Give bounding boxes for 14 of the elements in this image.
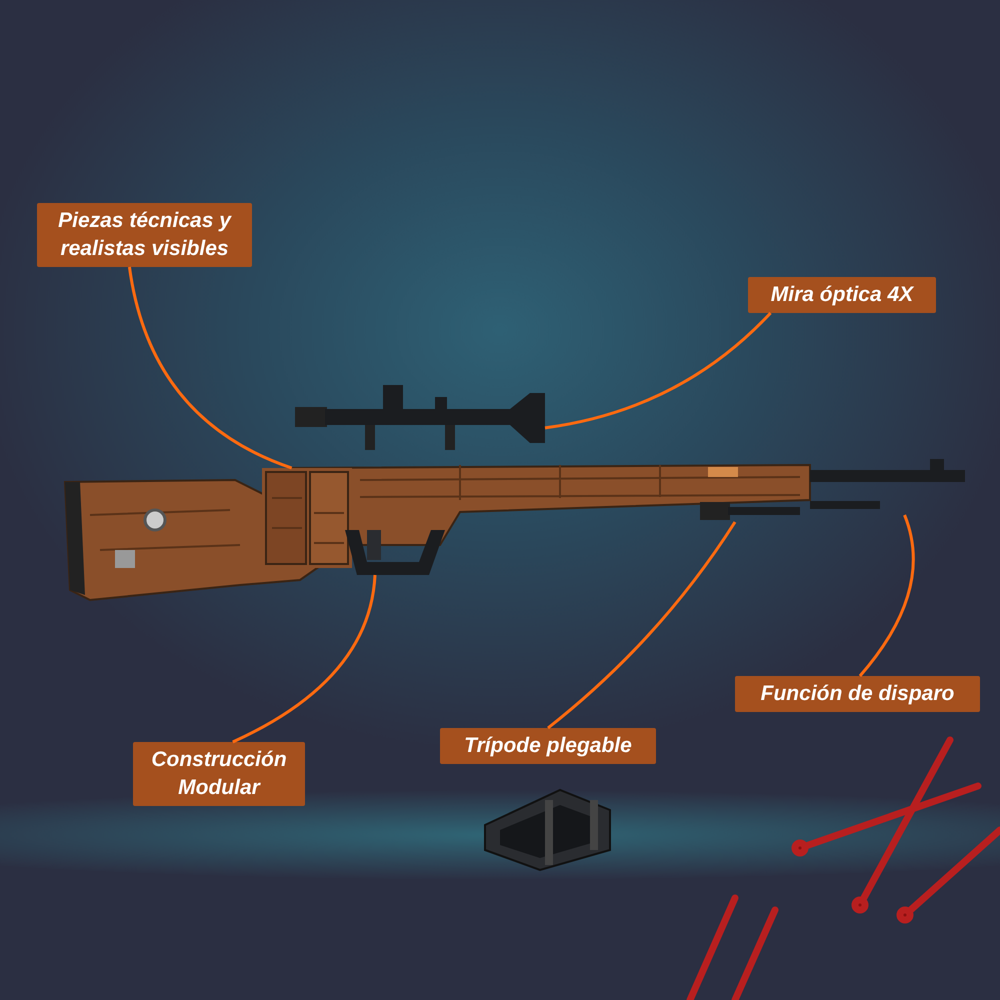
callout-label: Función de disparo: [735, 676, 980, 712]
bipod-drawing: [700, 500, 800, 522]
callout-label: Construcción Modular: [133, 742, 305, 806]
trigger-guard-drawing: [345, 530, 445, 575]
leader-line: [232, 574, 376, 744]
callout-label: Mira óptica 4X: [748, 277, 936, 313]
callout-label: Piezas técnicas y realistas visibles: [37, 203, 252, 267]
callout-label: Trípode plegable: [440, 728, 656, 764]
leader-line: [544, 312, 772, 430]
scope-drawing: [295, 385, 545, 450]
leader-line: [128, 266, 292, 470]
wrist-blocks-drawing: [262, 468, 352, 568]
leader-line: [858, 514, 915, 677]
leader-line: [547, 521, 736, 730]
